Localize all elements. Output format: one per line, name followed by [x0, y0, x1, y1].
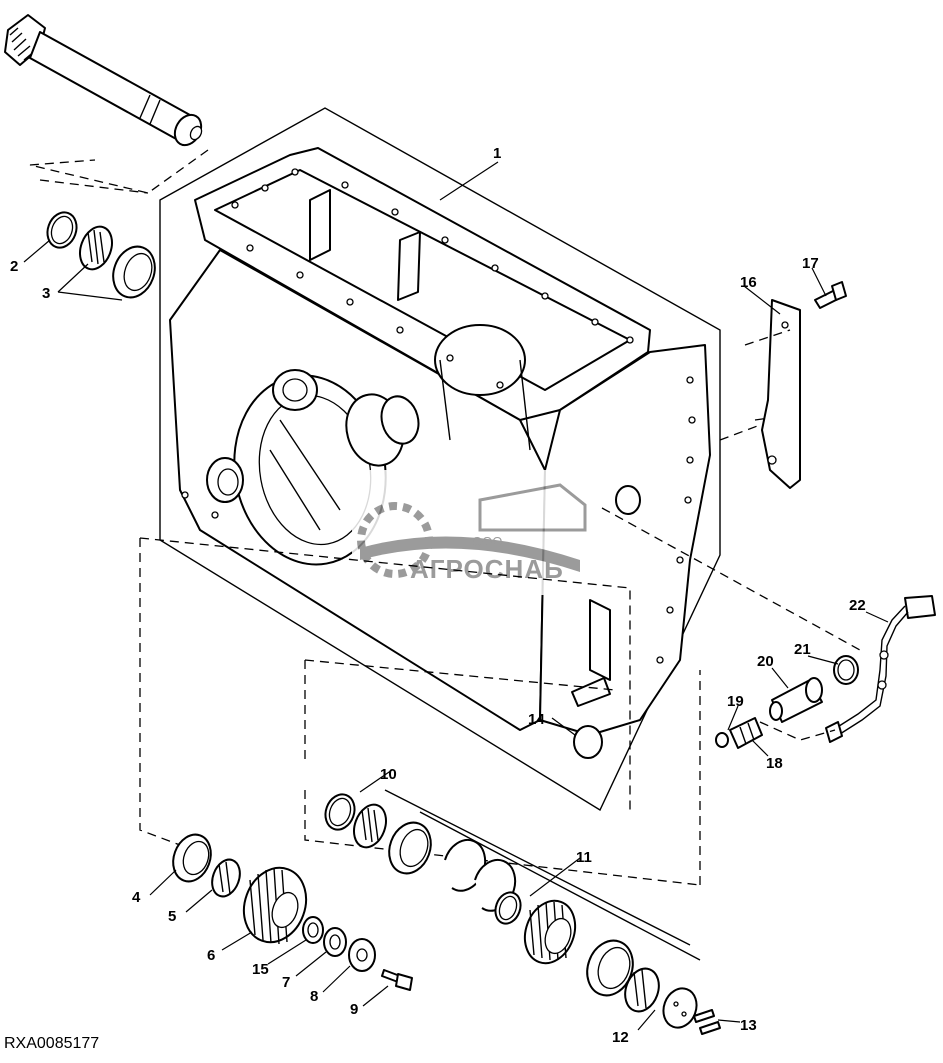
callout-12: 12 — [612, 1029, 629, 1046]
callout-18: 18 — [766, 755, 783, 772]
callout-8: 8 — [310, 988, 318, 1005]
part-11-spacer-ring — [494, 891, 522, 925]
watermark-brand: АГРОСНАБ — [410, 554, 564, 584]
part-10-snap-ring — [324, 793, 356, 831]
watermark-prefix: ООО — [472, 534, 502, 549]
part-12-bearing-cone — [624, 967, 660, 1013]
part-3-bearing-cone — [79, 225, 113, 271]
callout-11: 11 — [576, 849, 592, 866]
callout-6: 6 — [207, 947, 215, 964]
part-7-washer — [323, 927, 347, 957]
callout-19: 19 — [727, 693, 744, 710]
leader-lines — [23, 161, 889, 1031]
callout-17: 17 — [802, 255, 819, 272]
callout-16: 16 — [740, 274, 757, 291]
part-15-washer — [302, 916, 324, 944]
callout-9: 9 — [350, 1001, 358, 1018]
callout-5: 5 — [168, 908, 176, 925]
part-8-washer — [348, 938, 376, 972]
callout-4: 4 — [132, 889, 141, 906]
callout-1: 1 — [493, 145, 501, 162]
watermark-logo: ООО АГРОСНАБ — [352, 470, 597, 595]
part-17-bolt — [814, 281, 847, 309]
drawing-id: RXA0085177 — [4, 1035, 99, 1052]
callout-15: 15 — [252, 961, 269, 978]
part-1-transmission-housing — [159, 107, 721, 812]
callout-3: 3 — [42, 285, 50, 302]
part-3-bearing-cup — [112, 245, 156, 299]
callout-14: 14 — [528, 711, 545, 728]
callout-7: 7 — [282, 974, 290, 991]
callout-labels: 1 2 3 4 5 6 7 8 9 10 11 12 13 14 15 16 1… — [10, 145, 866, 1046]
end-cap-plate — [662, 987, 698, 1029]
callout-22: 22 — [849, 597, 866, 614]
part-20-sensor — [769, 677, 823, 723]
shaft-assembly — [4, 14, 203, 147]
part-2-snap-ring — [46, 211, 78, 249]
part-13-bolts — [693, 1009, 721, 1035]
callout-10: 10 — [380, 766, 397, 783]
part-22-wiring-harness — [825, 595, 936, 743]
bearing-cone-upper — [353, 803, 387, 849]
callout-21: 21 — [794, 641, 811, 658]
callout-2: 2 — [10, 258, 18, 275]
part-6-gear — [242, 866, 308, 945]
part-16-bracket — [761, 299, 801, 489]
part-9-bolt — [381, 969, 413, 991]
bearing-cup-upper — [388, 821, 432, 875]
part-19-o-ring — [715, 732, 729, 748]
part-5-bearing-cone — [211, 858, 241, 898]
part-21-o-ring — [833, 655, 859, 685]
gear-right — [523, 899, 577, 965]
part-4-bearing-cup — [172, 833, 212, 883]
callout-13: 13 — [740, 1017, 757, 1034]
bearing-cup-lower — [586, 939, 634, 997]
part-18-sensor-fitting — [729, 717, 763, 749]
callout-20: 20 — [757, 653, 774, 670]
